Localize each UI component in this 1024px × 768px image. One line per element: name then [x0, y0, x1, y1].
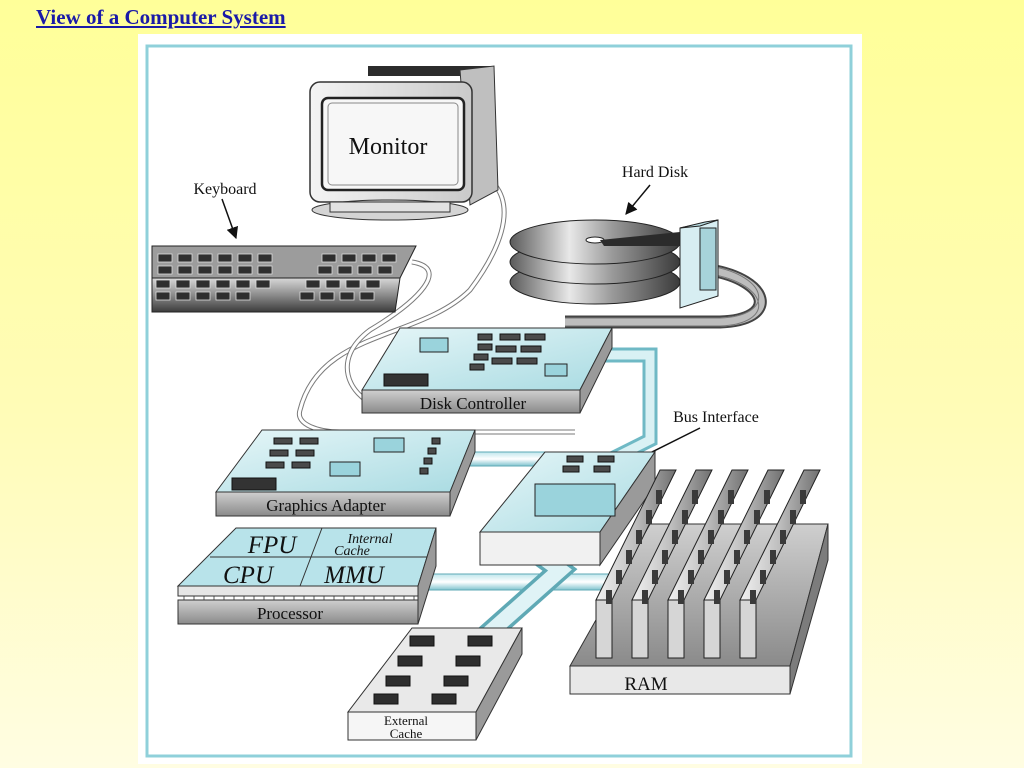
hard-disk-label: Hard Disk — [622, 164, 688, 181]
disk-controller-label: Disk Controller — [420, 394, 527, 413]
graphics-adapter-label: Graphics Adapter — [266, 496, 386, 515]
monitor-cable — [296, 183, 575, 435]
ram: RAM — [569, 469, 829, 695]
hard-disk-ribbon-cable — [565, 263, 767, 329]
hard-disk: Hard Disk — [509, 164, 719, 309]
slide-title[interactable]: View of a Computer System — [36, 5, 286, 29]
bus-interface-label: Bus Interface — [673, 409, 759, 426]
computer-system-diagram: Monitor Keyboard Hard Disk — [145, 44, 853, 758]
mmu-label: MMU — [323, 562, 386, 589]
bus-interface: Bus Interface — [478, 409, 759, 567]
monitor: Monitor — [309, 65, 499, 221]
processor: FPU Internal Cache CPU MMU Processor — [176, 527, 437, 625]
processor-label: Processor — [257, 604, 323, 623]
keyboard-label: Keyboard — [193, 181, 256, 198]
external-cache-label-line1: External — [384, 713, 428, 728]
figure-frame — [145, 44, 853, 758]
keyboard: Keyboard — [151, 181, 417, 313]
hard-disk-arrow — [625, 184, 651, 215]
computer-system-figure: Monitor Keyboard Hard Disk — [138, 34, 862, 764]
monitor-label: Monitor — [349, 134, 428, 160]
keyboard-cable — [344, 259, 432, 408]
internal-cache-label-line2: Cache — [334, 544, 370, 559]
graphics-adapter: Graphics Adapter — [215, 429, 476, 517]
disk-controller: Disk Controller — [361, 327, 613, 414]
cpu-label: CPU — [223, 562, 275, 589]
keyboard-keys — [155, 253, 397, 301]
fpu-label: FPU — [247, 532, 299, 559]
keyboard-arrow — [221, 198, 238, 240]
internal-cache-label-line1: Internal — [346, 532, 392, 547]
ram-label: RAM — [624, 674, 667, 695]
processor-bus — [409, 573, 611, 591]
external-cache: External Cache — [346, 627, 523, 741]
external-cache-label-line2: Cache — [390, 726, 423, 741]
